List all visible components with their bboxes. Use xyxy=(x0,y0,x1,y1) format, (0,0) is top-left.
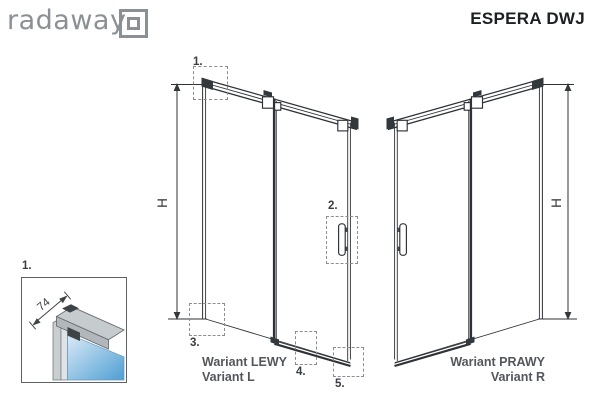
callout-box-3 xyxy=(189,303,225,336)
callout-label-4: 4. xyxy=(296,366,306,378)
variant-left-en: Variant L xyxy=(202,370,255,384)
callout-box-4 xyxy=(295,331,317,365)
variant-left-pl: Wariant LEWY xyxy=(202,355,287,369)
callout-box-1 xyxy=(193,66,228,100)
door-handle-left xyxy=(338,223,348,256)
radaway-logo-inner-square xyxy=(127,17,140,30)
detail-frame xyxy=(21,277,127,383)
radaway-logo-square-icon xyxy=(119,9,148,38)
glass-panel xyxy=(67,333,125,381)
variant-right-en: Variant R xyxy=(490,370,545,384)
door-handle-right xyxy=(397,223,407,256)
variant-right-pl: Wariant PRAWY xyxy=(450,355,545,369)
callout-label-3: 3. xyxy=(190,337,200,349)
detail-profile-cross-section xyxy=(28,291,125,381)
height-dimension-label-right: H xyxy=(548,198,564,208)
detail-label: 1. xyxy=(22,260,32,272)
height-dimension-label-left: H xyxy=(154,198,170,208)
callout-label-5: 5. xyxy=(335,378,345,390)
left-door-drawing xyxy=(168,77,359,368)
callout-label-2: 2. xyxy=(328,200,338,212)
callout-label-1: 1. xyxy=(193,56,203,68)
variant-caption-right: Wariant PRAWY Variant R xyxy=(450,355,545,385)
variant-caption-left: Wariant LEWY Variant L xyxy=(202,355,287,385)
callout-box-5 xyxy=(333,347,364,377)
right-door-drawing xyxy=(386,77,577,368)
radaway-logo-text: radaway xyxy=(7,5,127,36)
page-title: ESPERA DWJ xyxy=(470,9,585,28)
callout-box-2 xyxy=(326,216,358,264)
